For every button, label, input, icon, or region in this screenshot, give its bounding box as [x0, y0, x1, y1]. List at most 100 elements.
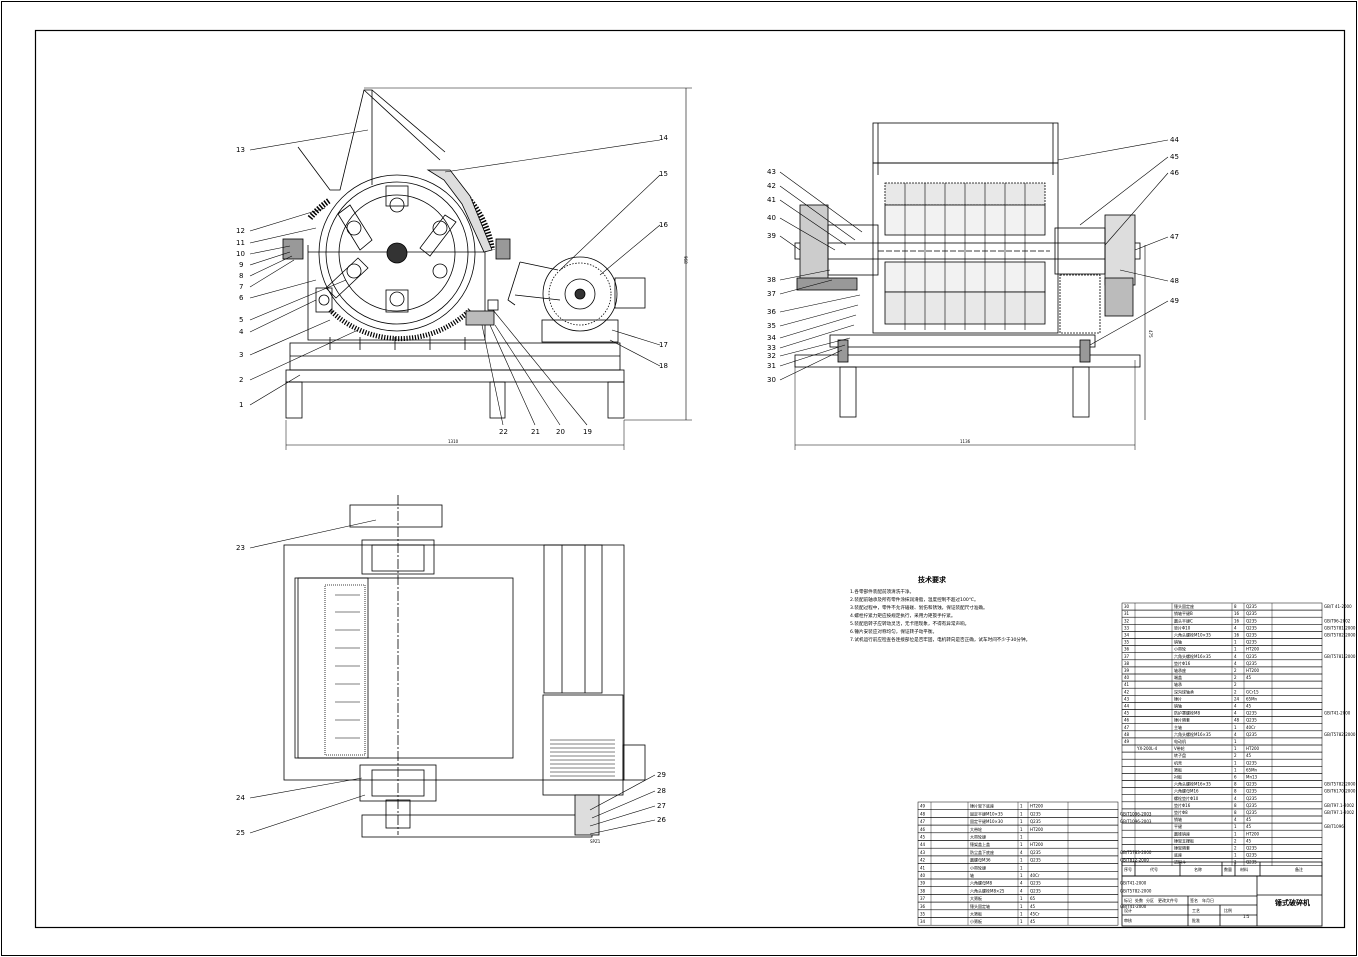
title-block-label: 签名: [1190, 897, 1198, 903]
callout: 23: [236, 544, 245, 552]
callout: 43: [767, 168, 776, 176]
bom-cell: 2: [1234, 846, 1237, 851]
bom-cell: 防尘盖下底座: [970, 849, 994, 855]
plan-view-callouts: 23 24 25 29 28 27 26 SPZ1: [236, 544, 666, 844]
bom-cell: 45: [1030, 919, 1036, 924]
bom-cell: 46: [1124, 718, 1130, 723]
tech-req-title: 技术要求: [918, 575, 947, 584]
bom-cell: 大筛板: [970, 895, 982, 901]
front-view: [249, 87, 692, 450]
bom-cell: 大带轮: [970, 826, 982, 832]
bom-cell: Mn13: [1246, 775, 1258, 780]
bom-cell: 主轴: [1174, 724, 1182, 730]
bom-cell: 33: [1124, 625, 1130, 630]
bom-cell: 1: [1020, 819, 1023, 824]
bom-cell: Q235: [1246, 654, 1257, 659]
bom-cell: 45: [1030, 904, 1036, 909]
bom-row: [1121, 645, 1323, 653]
bom-cell: 圆锥销座: [1174, 830, 1190, 836]
bom-row: [1121, 730, 1323, 739]
bom-cell: 小筛板: [970, 918, 982, 924]
bom-cell: Q235: [1030, 858, 1041, 863]
bom-cell: Q235: [1246, 640, 1257, 645]
bom-cell: 45: [1246, 824, 1252, 829]
bom-cell: 45: [1246, 704, 1252, 709]
callout: 13: [236, 146, 245, 154]
bom-cell: Q235: [1246, 604, 1257, 609]
drawing-name: 锤式破碎机: [1275, 898, 1310, 907]
bom-cell: 40Cr: [1030, 873, 1040, 878]
callout: 38: [767, 276, 776, 284]
bom-cell: 4: [1234, 817, 1237, 822]
bom-cell: GB/T1096-2003: [1120, 819, 1152, 824]
callout: 24: [236, 794, 245, 802]
title-block-label: 审核: [1124, 917, 1132, 923]
bom-cell: 垫片Φ16: [1174, 660, 1191, 666]
title-block-label: 更改文件号: [1158, 897, 1178, 903]
bom-cell: HT200: [1246, 668, 1260, 673]
bom-cell: 机壳: [1174, 759, 1182, 765]
bom-cell: 六角头螺栓M16×35: [1174, 653, 1211, 659]
bom-row: [1121, 766, 1323, 774]
bom-cell: 65Mn: [1246, 696, 1258, 701]
bom-cell: 六角头螺栓M8×25: [970, 887, 1005, 893]
title-block-label: 年月日: [1202, 897, 1214, 903]
bom-cell: GB/T96-2002: [1324, 618, 1351, 623]
bom-cell: 锤架支撑板: [1174, 837, 1194, 843]
callout: 14: [659, 134, 668, 142]
bom-cell: 8: [1234, 789, 1237, 794]
bom-cell: GB/T812-2000: [1120, 858, 1149, 863]
bom-cell: 48: [1234, 718, 1240, 723]
bom-cell: Q235: [1246, 810, 1257, 815]
bom-row: [1121, 666, 1323, 675]
bom-row: [1121, 624, 1323, 632]
callout: 44: [1170, 136, 1179, 144]
bom-cell: 1: [1020, 835, 1023, 840]
bom-cell: 2: [1234, 675, 1237, 680]
bom-cell: GB/T41-2000: [1120, 904, 1147, 909]
bom-cell: 38: [1124, 661, 1130, 666]
front-view-callouts: 13 12 11 10 9 8 7 6 5 4 3 2 1 14 15 16 1…: [236, 134, 688, 444]
tech-req-item: 7.试机运行前应检查各连接部位是否牢固，电机转向是否正确，试车时间不少于30分钟…: [850, 636, 1030, 643]
sheet-inner-border: [34, 29, 1346, 929]
bom-cell: Q235: [1246, 796, 1257, 801]
scale-label: 比例: [1224, 907, 1232, 913]
bom-cell: 固定平键M10×35: [970, 810, 1003, 816]
bom-cell: 47: [920, 819, 926, 824]
bom-cell: 36: [920, 904, 926, 909]
bom-cell: 1: [1020, 804, 1023, 809]
bom-cell: Q235: [1246, 782, 1257, 787]
side-view: [779, 122, 1169, 450]
bom-row: [1121, 680, 1323, 689]
bom-cell: 24: [1234, 696, 1240, 701]
bom-row: [1121, 709, 1323, 717]
bom-cell: Q235: [1246, 625, 1257, 630]
bom-cell: 销轴平键B: [1174, 610, 1193, 616]
callout: 16: [659, 221, 668, 229]
bom-cell: 六角头螺栓M16×35: [1174, 731, 1211, 737]
bom-header-cell: 材料: [1240, 866, 1248, 872]
bom-row: [1121, 851, 1323, 859]
bom-row: [1121, 716, 1323, 724]
bom-cell: 1: [1020, 904, 1023, 909]
bom-cell: 1: [1020, 873, 1023, 878]
bom-cell: 42: [1124, 689, 1130, 694]
bom-row: [1121, 844, 1323, 852]
bom-cell: Q235: [1246, 846, 1257, 851]
bom-cell: 销轴: [1174, 703, 1182, 709]
bom-cell: Q235: [1246, 618, 1257, 623]
bom-cell: 42: [920, 858, 926, 863]
bom-cell: 4: [1020, 888, 1023, 893]
bom-cell: 6: [1234, 775, 1237, 780]
bom-cell: 1: [1234, 746, 1237, 751]
bom-row: [1121, 787, 1323, 795]
bom-header-cell: 代号: [1150, 866, 1158, 872]
callout: 22: [499, 428, 508, 436]
bom-cell: 锤片: [1174, 695, 1182, 701]
bom-cell: Q235: [1030, 811, 1041, 816]
bom-cell: 35: [920, 912, 926, 917]
bom-cell: GB/T5783-2000: [1120, 850, 1152, 855]
callout: 32: [767, 352, 776, 360]
